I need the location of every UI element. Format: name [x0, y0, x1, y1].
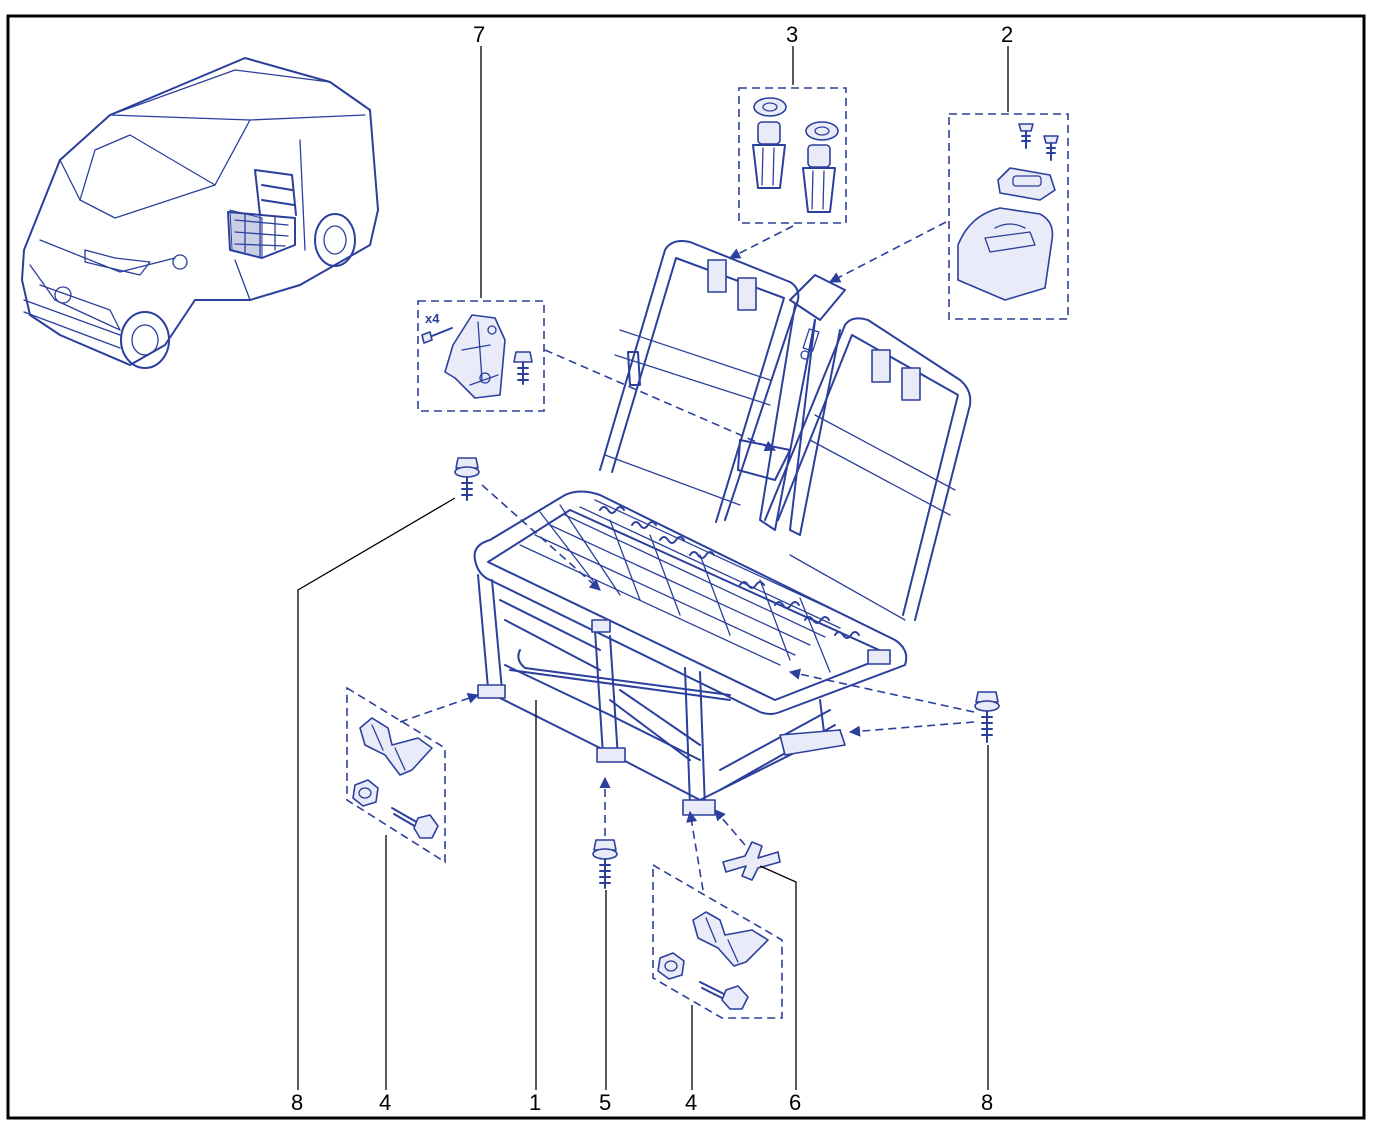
- hinge-bracket-kit: x4: [417, 300, 777, 452]
- diagram-frame: [6, 14, 1366, 1120]
- callout-2: 2: [1001, 22, 1013, 47]
- callout-8-left: 8: [291, 1090, 303, 1115]
- bolt-icon: [592, 776, 618, 889]
- clip-icon: [714, 809, 781, 881]
- sleeve-right: [802, 121, 839, 213]
- bolt-icon: [513, 351, 533, 385]
- sleeve-left: [752, 97, 787, 189]
- headrest-sleeves-kit: [729, 87, 847, 259]
- callout-7: 7: [473, 22, 485, 47]
- bracket-icon: [444, 314, 506, 399]
- nut-icon: [657, 952, 685, 980]
- callout-1: 1: [529, 1090, 541, 1115]
- seat-springs: [599, 506, 860, 639]
- screw-icon: [1018, 123, 1034, 149]
- quantity-label: x4: [425, 311, 440, 326]
- callout-8-right: 8: [981, 1090, 993, 1115]
- foot-bracket-kit-left: [346, 686, 480, 864]
- belt-guide-cover-kit: [829, 113, 1069, 320]
- bolt-icon: [699, 981, 749, 1010]
- seat-frame: [473, 240, 972, 816]
- van-icon: [21, 57, 379, 369]
- bolt-icon: [454, 457, 601, 591]
- callout-4-left: 4: [379, 1090, 391, 1115]
- callout-4-right: 4: [685, 1090, 697, 1115]
- cap-icon: [957, 207, 1054, 301]
- leader-lines: [297, 46, 1009, 1090]
- screw-icon: [1043, 135, 1059, 161]
- bracket-icon: [692, 911, 769, 967]
- bolt-icon: [788, 668, 1000, 743]
- bolt-icon: [391, 807, 439, 839]
- foot-bracket-kit-right: [652, 810, 783, 1019]
- callout-3: 3: [786, 22, 798, 47]
- rivet-icon: [421, 327, 453, 344]
- nut-icon: [352, 779, 379, 807]
- callout-6: 6: [789, 1090, 801, 1115]
- seat-frame-icon: [227, 169, 297, 259]
- bracket-icon: [359, 717, 433, 776]
- callout-5: 5: [599, 1090, 611, 1115]
